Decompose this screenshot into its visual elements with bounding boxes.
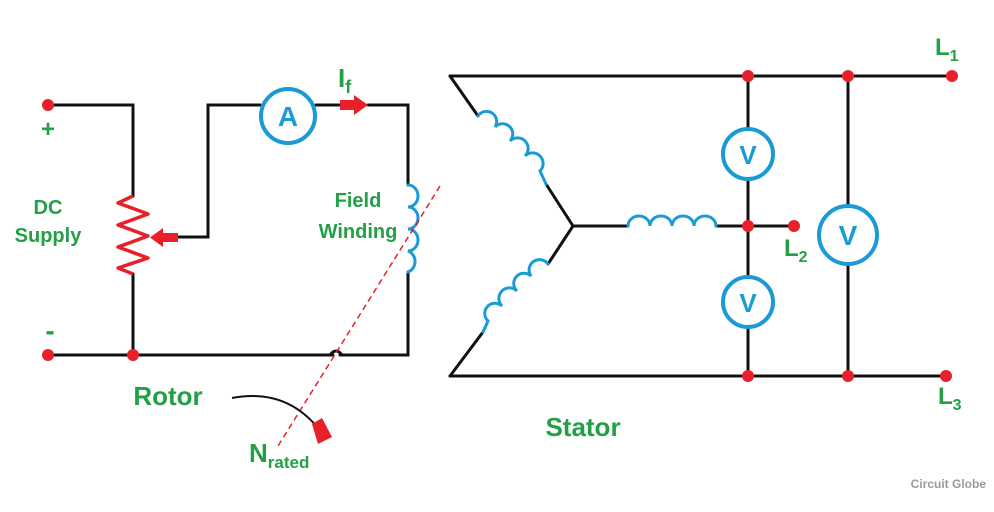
field-winding-label-line2: Winding (319, 221, 398, 243)
negative-sign-label: - (45, 315, 54, 346)
field-current-label: If (338, 63, 352, 97)
stator-coil-lower (481, 258, 550, 334)
voltmeter-line-symbol: V (839, 220, 858, 251)
rheostat-wiper-arrow (150, 228, 178, 247)
voltmeter-line: V (817, 204, 879, 266)
voltmeter-top: V (721, 127, 775, 181)
dc-negative-terminal (42, 349, 54, 361)
terminal-l1-label: L1 (935, 34, 959, 65)
watermark-text: Circuit Globe (911, 477, 987, 491)
rotor-label: Rotor (133, 381, 202, 411)
ammeter: A (259, 87, 317, 145)
terminal-l2-label: L2 (784, 235, 808, 266)
rotor-junction-node (127, 349, 139, 361)
terminal-l1 (946, 70, 958, 82)
ammeter-symbol: A (278, 101, 298, 132)
stator-node (742, 70, 754, 82)
rotor-wiring (46, 103, 410, 357)
field-winding-label-line1: Field (335, 190, 382, 212)
stator-node (742, 370, 754, 382)
stator-node (742, 220, 754, 232)
terminal-l3-label: L3 (938, 383, 962, 414)
stator-wiring (448, 74, 954, 378)
field-winding-coil (406, 183, 420, 274)
positive-sign-label: + (41, 116, 55, 143)
rheostat-resistor (116, 194, 150, 276)
rated-speed-label: Nrated (249, 438, 309, 472)
stator-node (842, 70, 854, 82)
voltmeter-bottom: V (721, 275, 775, 329)
rotor-axis-dashed-line (277, 185, 441, 447)
dc-positive-terminal (42, 99, 54, 111)
dc-supply-label-line2: Supply (15, 225, 83, 247)
terminal-l3 (940, 370, 952, 382)
stator-label: Stator (545, 412, 620, 442)
stator-coil-horizontal (626, 214, 718, 228)
rotation-direction-arrow (231, 395, 332, 444)
dc-supply-label-line1: DC (34, 197, 63, 219)
voltmeter-bottom-symbol: V (739, 288, 757, 318)
stator-coil-upper (476, 109, 548, 186)
stator-node (842, 370, 854, 382)
field-current-arrow (340, 95, 368, 115)
voltmeter-top-symbol: V (739, 140, 757, 170)
terminal-l2 (788, 220, 800, 232)
